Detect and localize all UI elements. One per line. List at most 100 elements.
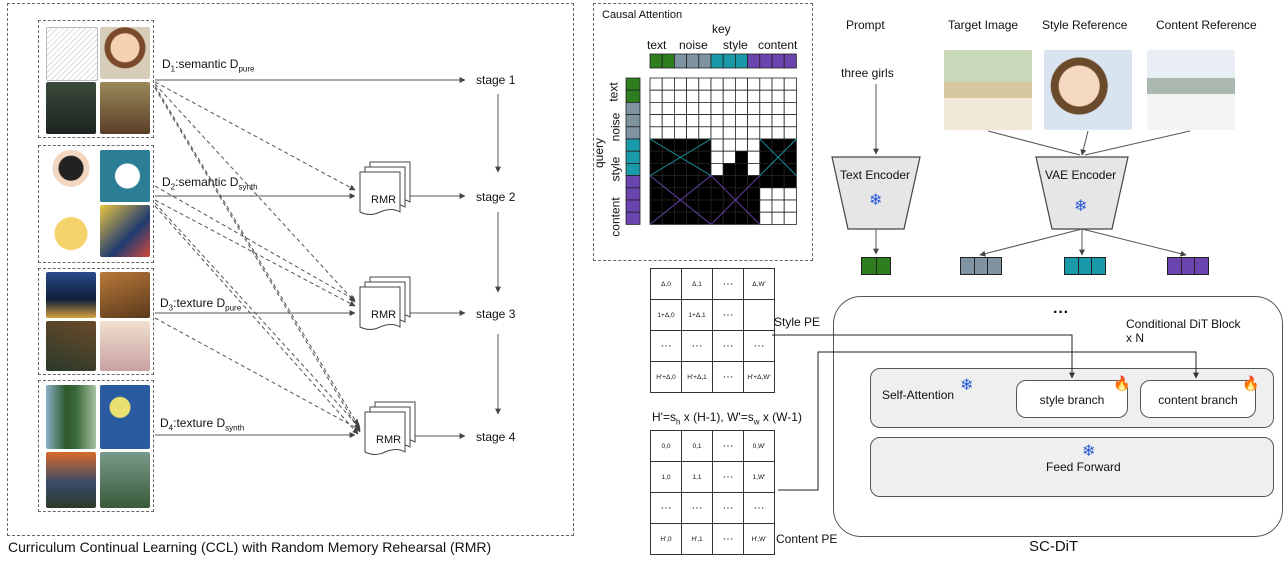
table-cell bbox=[743, 299, 775, 331]
dit-block-title: Conditional DiT Block bbox=[1126, 317, 1241, 331]
style-token-output bbox=[1064, 257, 1106, 275]
dit-block-repeat: x N bbox=[1126, 331, 1144, 345]
table-cell: 1,W' bbox=[743, 461, 775, 493]
table-cell: ··· bbox=[743, 492, 775, 524]
dataset-label-1: D1:semantic Dpure bbox=[162, 57, 255, 74]
stage-2-label: stage 2 bbox=[476, 190, 516, 204]
mask-cross-line bbox=[649, 138, 712, 176]
painted-women-thumbnail bbox=[100, 272, 150, 318]
rmr-label-2: RMR bbox=[371, 194, 397, 206]
key-token bbox=[783, 53, 797, 69]
swirl-sky-thumbnail bbox=[100, 385, 150, 449]
sc-dit-label: SC-DiT bbox=[1029, 538, 1079, 555]
self-attention-frozen-icon: ❄ bbox=[960, 377, 974, 394]
mask-cross-line bbox=[649, 175, 712, 225]
dataset-group-3 bbox=[38, 268, 154, 375]
floral-figure-thumbnail bbox=[100, 205, 150, 257]
3d-character-thumbnail bbox=[46, 150, 96, 202]
stage-3-label: stage 3 bbox=[476, 307, 516, 321]
dataset-group-2 bbox=[38, 145, 154, 263]
style-branch-label: style branch bbox=[1039, 393, 1105, 407]
noise-token-output bbox=[960, 257, 1002, 275]
dataset-group-4 bbox=[38, 380, 154, 512]
table-cell: ··· bbox=[650, 330, 682, 362]
table-cell: ··· bbox=[712, 523, 744, 555]
vae-encoder-frozen-icon: ❄ bbox=[1074, 198, 1088, 215]
toast-thumbnail bbox=[46, 205, 96, 257]
ccl-caption: Curriculum Continual Learning (CCL) with… bbox=[8, 539, 492, 555]
starry-city-thumbnail bbox=[46, 272, 96, 318]
text-encoder-frozen-icon: ❄ bbox=[869, 192, 883, 209]
table-cell: ··· bbox=[712, 361, 744, 393]
feed-forward-label: Feed Forward bbox=[1046, 460, 1121, 474]
style-branch-box: style branch bbox=[1016, 380, 1128, 418]
table-cell: ··· bbox=[712, 492, 744, 524]
feed-forward-block bbox=[870, 437, 1274, 497]
stage-1-label: stage 1 bbox=[476, 73, 516, 87]
dit-ellipsis: ··· bbox=[1053, 304, 1069, 321]
content-reference-label: Content Reference bbox=[1156, 18, 1257, 32]
prompt-label: Prompt bbox=[846, 18, 885, 32]
dataset-group-1 bbox=[38, 20, 154, 138]
col-label-text: text bbox=[647, 38, 667, 52]
table-row: ············ bbox=[650, 330, 775, 362]
col-label-noise: noise bbox=[679, 38, 708, 52]
table-cell: H'+Δ,W' bbox=[743, 361, 775, 393]
table-cell: H'+Δ,1 bbox=[681, 361, 713, 393]
key-label: key bbox=[712, 22, 731, 36]
text-encoder-label: Text Encoder bbox=[840, 168, 911, 182]
table-row: ············ bbox=[650, 492, 775, 524]
doll-couple-thumbnail bbox=[100, 82, 150, 134]
style-branch-trainable-icon: 🔥 bbox=[1113, 375, 1131, 391]
table-cell: H',1 bbox=[681, 523, 713, 555]
table-cell: Δ,1 bbox=[681, 268, 713, 300]
landscape-painting-thumbnail bbox=[100, 452, 150, 508]
content-branch-trainable-icon: 🔥 bbox=[1242, 375, 1260, 391]
content-pe-label: Content PE bbox=[776, 532, 838, 546]
table-cell: 0,W' bbox=[743, 430, 775, 462]
sketch-girl-thumbnail bbox=[46, 27, 98, 81]
sc-dit-block bbox=[833, 296, 1283, 537]
mask-cross-line bbox=[759, 138, 797, 176]
attention-cell bbox=[783, 211, 797, 225]
table-cell: 0,1 bbox=[681, 430, 713, 462]
expressionist-portrait-thumbnail bbox=[46, 321, 96, 371]
anime-duo-thumbnail bbox=[46, 82, 96, 134]
cartoon-girl-thumbnail bbox=[100, 27, 150, 79]
content-branch-box: content branch bbox=[1140, 380, 1256, 418]
dataset-label-4: D4:texture Dsynth bbox=[160, 416, 245, 433]
vae-encoder-label: VAE Encoder bbox=[1045, 168, 1117, 182]
rmr-label-4: RMR bbox=[376, 434, 402, 446]
text-token-output bbox=[861, 257, 891, 275]
prompt-text: three girls bbox=[841, 66, 894, 80]
table-cell: 1+Δ,1 bbox=[681, 299, 713, 331]
self-attention-label: Self-Attention bbox=[882, 388, 955, 402]
rmr-label-3: RMR bbox=[371, 309, 397, 321]
attention-frame bbox=[593, 3, 813, 261]
table-cell: ··· bbox=[712, 268, 744, 300]
table-cell: Δ,0 bbox=[650, 268, 682, 300]
content-reference-image bbox=[1147, 50, 1235, 130]
bird-icon-thumbnail bbox=[100, 150, 150, 202]
query-token bbox=[625, 211, 641, 225]
col-label-content: content bbox=[758, 38, 798, 52]
cartoon-group-thumbnail bbox=[100, 321, 150, 371]
cypress-painting-thumbnail bbox=[46, 385, 96, 449]
style-reference-label: Style Reference bbox=[1042, 18, 1128, 32]
col-label-style: style bbox=[723, 38, 748, 52]
mask-cross-line bbox=[710, 175, 761, 225]
feed-forward-frozen-icon: ❄ bbox=[1082, 443, 1096, 460]
content-token-output bbox=[1167, 257, 1209, 275]
style-reference-image bbox=[1044, 50, 1132, 130]
ccl-frame bbox=[7, 3, 574, 536]
scale-formula: H'=sh x (H-1), W'=sw x (W-1) bbox=[652, 410, 802, 427]
